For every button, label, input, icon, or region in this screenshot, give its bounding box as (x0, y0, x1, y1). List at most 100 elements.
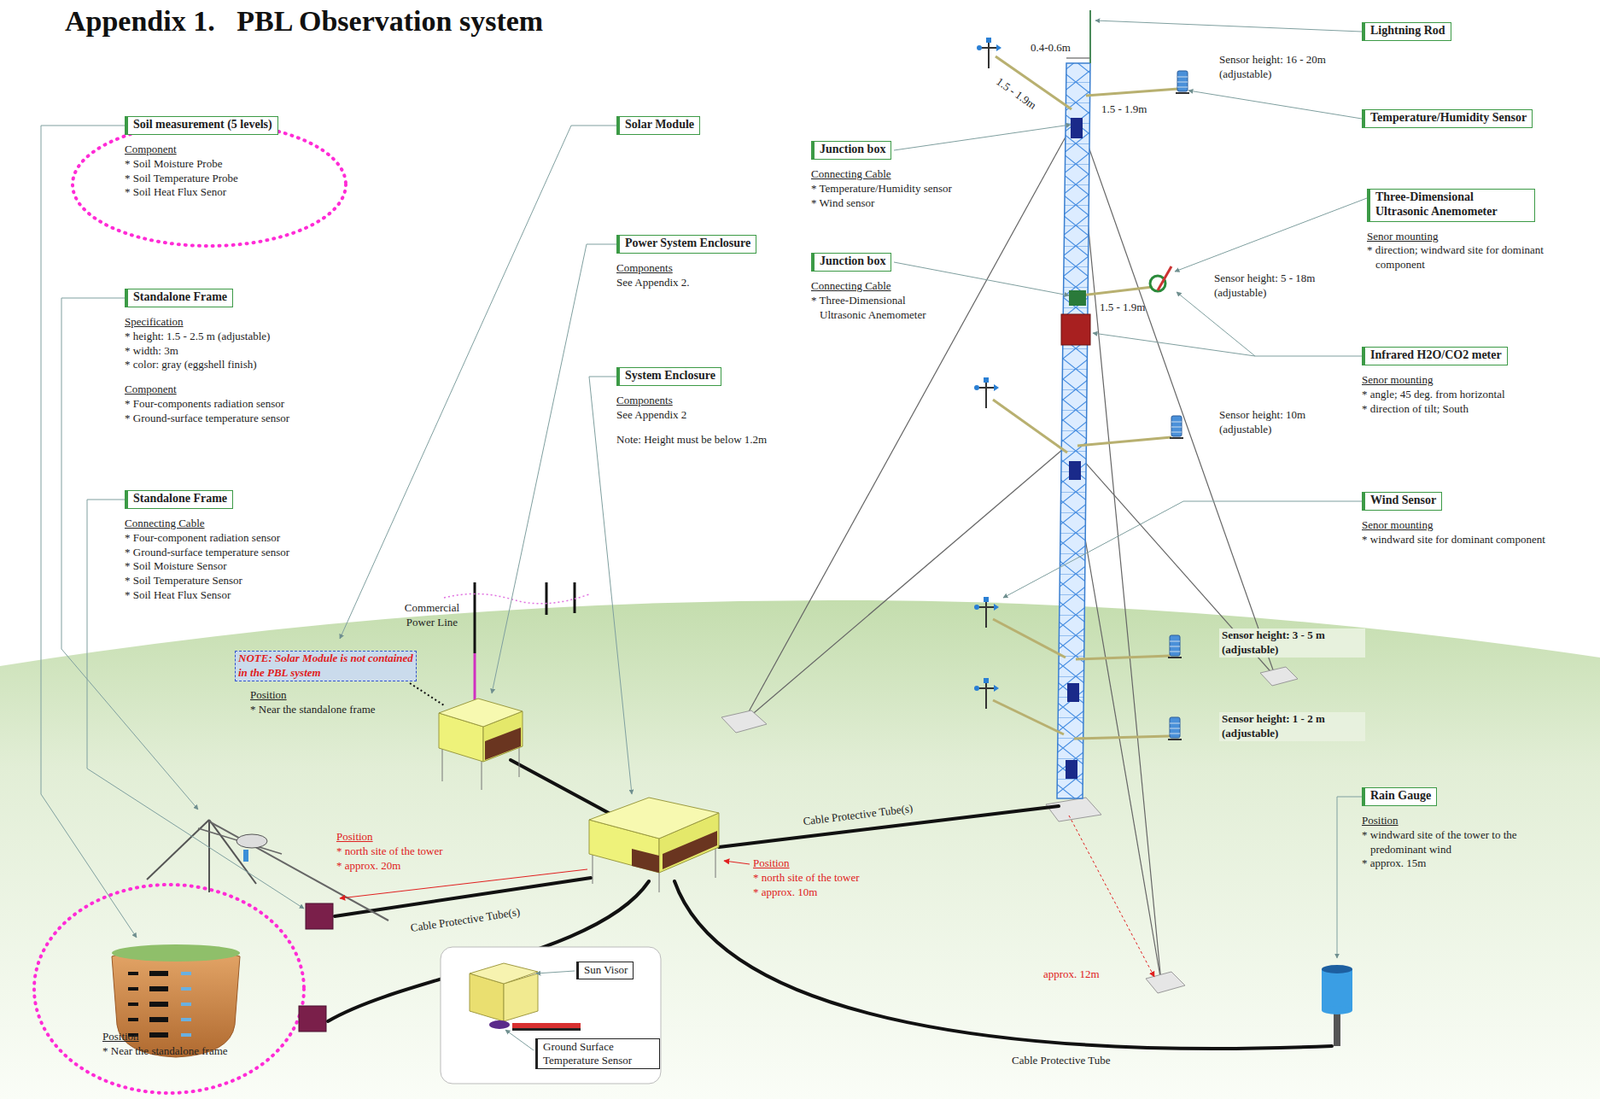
callout-heading: Standalone Frame (124, 490, 234, 509)
power-line (573, 582, 577, 614)
leader-line (40, 20, 1367, 1051)
page-title: Appendix 1. PBL Observation system (64, 5, 544, 38)
cable-tube (674, 881, 1332, 1049)
junction-box (1061, 117, 1091, 779)
power-system-enclosure (438, 698, 523, 727)
callout-box: Standalone FrameSpecification* height: 1… (124, 288, 356, 427)
sensor-boom (1080, 286, 1153, 296)
soil-profile (128, 986, 139, 991)
callout-box: Three-Dimensional Ultrasonic AnemometerS… (1366, 188, 1564, 273)
power-system-enclosure (484, 727, 521, 760)
power-line (443, 593, 590, 603)
soil-profile (181, 1002, 192, 1006)
cable-tube (510, 759, 619, 818)
callout-text: * Wind sensor (811, 196, 1008, 211)
callout-text: * direction of tilt; South (1361, 402, 1584, 417)
sensor-boom (1077, 437, 1172, 446)
anchor-pad (1260, 666, 1298, 686)
callout-text: * height: 1.5 - 2.5 m (adjustable) (124, 329, 356, 345)
callout-heading: Infrared H2O/CO2 meter (1361, 346, 1508, 366)
sensor-boom (992, 700, 1064, 735)
standalone-frame (305, 903, 333, 929)
soil-profile (181, 986, 192, 991)
callout-text: * color: gray (eggshell finish) (124, 357, 356, 373)
callout-text: * Four-components radiation sensor (124, 397, 356, 412)
sensor-boom (992, 618, 1066, 658)
annotation: Position (250, 688, 287, 703)
callout-heading: Temperature/Humidity Sensor (1361, 109, 1533, 129)
callout-text: * Three-Dimensional Ultrasonic Anemomete… (811, 293, 952, 323)
callout-text: Senor mounting (1361, 373, 1584, 388)
wind-sensor (974, 677, 999, 709)
soil-profile (128, 1017, 139, 1022)
callout-heading: System Enclosure (616, 367, 722, 386)
callout-box: Temperature/Humidity Sensor (1361, 109, 1533, 136)
callout-text: * Four-component radiation sensor (124, 531, 356, 546)
standalone-frame (198, 828, 282, 854)
callout-heading: Wind Sensor (1361, 491, 1443, 511)
callout-text: Components (616, 393, 856, 409)
callout-text: * Soil Temperature Sensor (124, 573, 356, 589)
callout-text: * Soil Temperature Probe (124, 171, 330, 187)
callout-heading: Solar Module (616, 116, 701, 135)
annotation: 0.4-0.6m (1030, 40, 1071, 56)
callout-heading: Lightning Rod (1361, 22, 1452, 41)
rain-gauge (1321, 969, 1353, 1011)
anchor-pad (721, 666, 1298, 993)
guy-wire (1077, 115, 1162, 982)
callout-text: * Soil Moisture Probe (124, 157, 330, 172)
wind-sensor (976, 37, 1002, 69)
callout-text: Note: Height must be below 1.2m (616, 432, 856, 448)
dotted-link (409, 683, 444, 706)
power-line (443, 582, 590, 702)
annotation: Sensor height: 3 - 5 m (adjustable) (1219, 628, 1366, 658)
leader-line (893, 124, 1071, 151)
annotation: 1.5 - 1.9m (1099, 300, 1145, 316)
callout-text: * windward site for dominant component (1361, 532, 1595, 548)
soil-profile (181, 1033, 192, 1037)
red-pointer (339, 860, 750, 899)
standalone-frame (298, 1005, 327, 1032)
annotation: * north site of the tower (753, 870, 860, 886)
junction-box (1061, 314, 1091, 345)
cable-tube (327, 759, 1332, 1049)
guy-wire (742, 443, 1069, 723)
callout-heading: Soil measurement (5 levels) (124, 116, 279, 135)
ultrasonic-anemometer (1150, 266, 1172, 292)
wind-sensor (974, 377, 999, 409)
callout-box: Wind SensorSenor mounting* windward site… (1361, 491, 1595, 548)
inset-panel (512, 1027, 581, 1031)
callout-text: Components (616, 261, 788, 276)
junction-box (1068, 461, 1081, 480)
soil-profile (181, 971, 192, 1037)
dotted-link (409, 683, 444, 706)
callout-text: Specification (124, 315, 356, 330)
leader-line (1337, 796, 1362, 958)
red-pointer (339, 869, 588, 899)
junction-box (1068, 290, 1087, 306)
leader-line (1176, 291, 1362, 357)
callout-text: See Appendix 2 (616, 408, 856, 423)
part-tag: Sun Visor (576, 961, 634, 980)
ultrasonic-anemometer (1157, 266, 1172, 291)
callout-box: Junction boxConnecting Cable* Temperatur… (811, 140, 1008, 211)
power-line (473, 582, 477, 654)
annotation: Position (336, 829, 374, 845)
leader-line (505, 1029, 534, 1051)
callout-heading: Standalone Frame (124, 288, 234, 308)
soil-profile (111, 944, 240, 962)
annotation: approx. 12m (1043, 967, 1100, 982)
guy-wire (742, 115, 1078, 723)
measure-line (1066, 58, 1091, 59)
tower (1056, 63, 1091, 799)
highlight-ellipse (72, 122, 346, 246)
callout-box: Infrared H2O/CO2 meterSenor mounting* an… (1361, 346, 1584, 416)
callout-text: * Temperature/Humidity sensor (811, 181, 1008, 197)
standalone-frame (243, 849, 249, 862)
system-enclosure (589, 797, 719, 839)
annotation: * Near the standalone frame (102, 1044, 228, 1059)
wind-sensor (974, 596, 999, 628)
annotation: Cable Protective Tube(s) (802, 801, 914, 830)
leader-line (1188, 90, 1362, 119)
